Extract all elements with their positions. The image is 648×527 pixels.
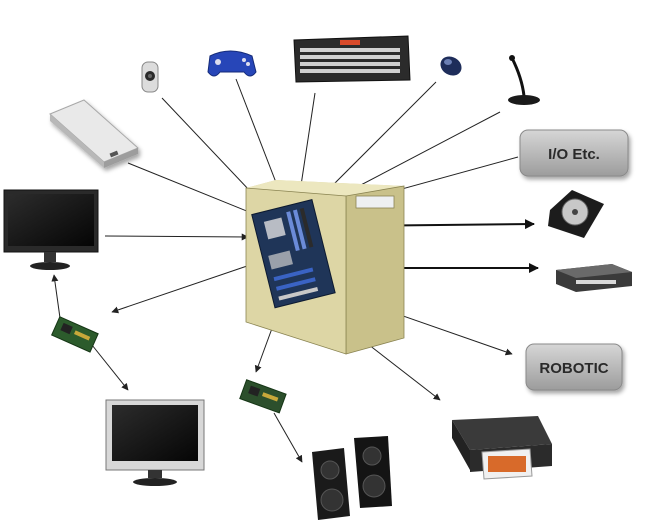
microphone-icon <box>508 55 540 105</box>
scanner-icon <box>49 99 139 168</box>
hard-drive-icon <box>548 190 604 238</box>
lcd-monitor-icon <box>3 189 99 270</box>
webcam-icon <box>141 61 159 93</box>
arrow-scanner <box>127 162 265 219</box>
motherboard-icon <box>251 199 336 309</box>
arrow-sound-card-2-to-speakers <box>273 412 303 463</box>
arrow-to-sound-card <box>111 264 251 314</box>
arrow-keyboard <box>297 92 316 193</box>
gamepad-icon <box>207 50 257 77</box>
arrow-sound-card-to-crt <box>91 344 129 391</box>
keyboard-icon <box>293 35 411 83</box>
sound-card-2-icon <box>239 379 287 414</box>
robotic-label-box: ROBOTIC <box>525 343 623 391</box>
crt-monitor-icon <box>105 399 205 486</box>
printer-icon <box>452 416 552 480</box>
robotic-label: ROBOTIC <box>539 360 608 377</box>
io-label-box: I/O Etc. <box>519 129 629 177</box>
arrow-lcd-monitor <box>104 233 249 241</box>
arrow-sound-card-to-lcd <box>51 274 61 319</box>
optical-drive-icon <box>556 264 632 292</box>
sound-card-icon <box>51 316 99 353</box>
mouse-icon <box>440 56 462 76</box>
speakers-icon <box>312 436 392 520</box>
arrow-mouse <box>321 81 437 197</box>
io-label: I/O Etc. <box>548 146 600 163</box>
arrow-gamepad <box>235 78 283 199</box>
arrow-microphone <box>335 111 501 199</box>
